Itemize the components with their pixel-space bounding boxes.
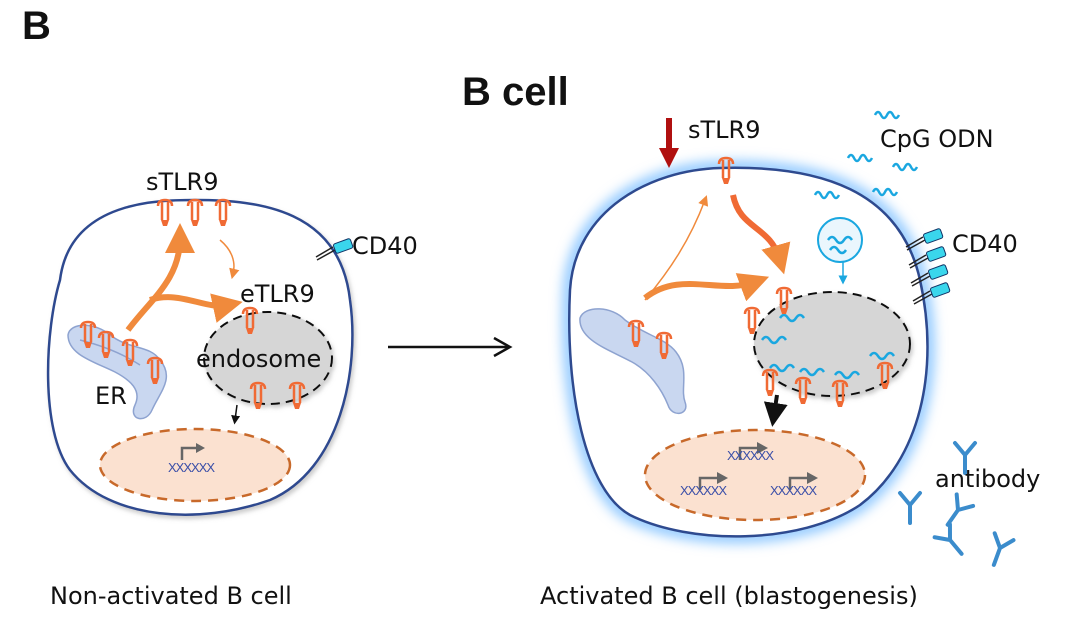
stlr9-to-etlr9-arrow — [219, 239, 240, 280]
right-dna-strand: XXXXXX — [680, 483, 727, 498]
right-caption: Activated B cell (blastogenesis) — [540, 582, 918, 610]
figure-title: B cell — [462, 70, 569, 114]
right-nucleus — [643, 428, 867, 522]
left-endosome — [203, 311, 333, 405]
promoter-arrowheads — [717, 442, 818, 484]
cpg-in-endosome — [760, 313, 896, 380]
left-cd40-label: CD40 — [352, 232, 418, 260]
cpg-vesicle — [817, 217, 863, 263]
cpg-in-vesicle — [826, 235, 854, 255]
left-caption: Non-activated B cell — [50, 582, 292, 610]
right-stlr9-label: sTLR9 — [688, 116, 761, 144]
transition-arrowhead — [493, 336, 513, 358]
endosome-to-nucleus-arrow — [763, 394, 788, 427]
left-cell — [46, 198, 355, 516]
promoter-arrow-icon — [180, 446, 196, 460]
antibody-icon — [898, 491, 922, 525]
endosome-to-nucleus-arrow — [231, 404, 241, 425]
right-cd40-label: CD40 — [952, 230, 1018, 258]
antibody-label: antibody — [935, 465, 1041, 493]
left-stlr9-label: sTLR9 — [146, 168, 219, 196]
er-to-stlr9-arrow — [125, 223, 195, 332]
panel-label: B — [22, 4, 51, 48]
right-dna-strand: XXXXXX — [770, 483, 817, 498]
right-dna-strand: XXXXXX — [727, 448, 774, 463]
antibody-icon — [932, 522, 972, 563]
left-nucleus — [98, 427, 292, 503]
stlr9-to-endosome-arrow — [730, 194, 791, 275]
right-cell — [562, 110, 1016, 571]
left-er-label: ER — [95, 382, 127, 410]
left-etlr9-label: eTLR9 — [240, 280, 315, 308]
left-endosome-label: endosome — [196, 345, 322, 373]
promoter-arrows — [698, 446, 808, 490]
cpg-odn-label: CpG ODN — [880, 125, 994, 153]
er-to-endosome-arrow — [643, 273, 770, 302]
antibody-icon — [982, 531, 1016, 571]
left-cell-membrane — [46, 198, 354, 516]
downregulation-arrowhead — [659, 148, 679, 168]
er-to-etlr9-arrow — [149, 293, 243, 323]
right-er — [579, 308, 687, 414]
left-dna-strand: XXXXXX — [168, 460, 215, 475]
cpg-odn-molecules — [813, 110, 919, 200]
promoter-arrowhead — [196, 443, 205, 453]
antibody-icon — [937, 492, 976, 533]
right-endosome — [753, 291, 911, 397]
